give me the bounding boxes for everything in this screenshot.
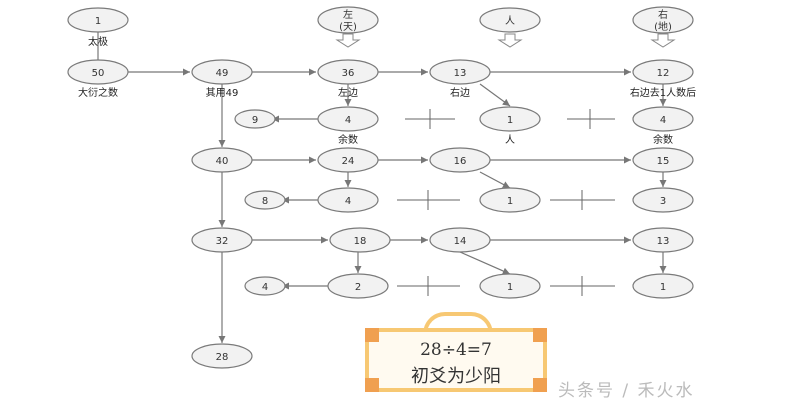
watermark: 头条号 / 禾火水 (558, 381, 695, 401)
hollow-down-arrow-icons (335, 33, 676, 48)
svg-text:4: 4 (660, 115, 666, 126)
label-person: 人 (505, 134, 515, 146)
node-4-right: 4 (632, 106, 694, 132)
node-8: 8 (244, 190, 286, 210)
node-taiji: 1 (67, 7, 129, 33)
node-15: 15 (632, 147, 694, 173)
node-16: 16 (429, 147, 491, 173)
node-1-fourth: 1 (632, 273, 694, 299)
node-14: 14 (429, 227, 491, 253)
result-board: 28÷4=7 初爻为少阳 (365, 312, 553, 392)
svg-text:1: 1 (95, 16, 101, 27)
svg-text:13: 13 (454, 68, 467, 79)
label-taiji: 太极 (88, 35, 108, 48)
node-24: 24 (317, 147, 379, 173)
svg-text:16: 16 (454, 156, 467, 167)
node-3: 3 (632, 187, 694, 213)
svg-text:右: 右 (658, 8, 668, 21)
node-40: 40 (191, 147, 253, 173)
svg-text:人: 人 (505, 15, 515, 27)
svg-text:4: 4 (345, 196, 351, 207)
board-equation: 28÷4=7 (420, 340, 492, 360)
node-12: 12 (632, 59, 694, 85)
svg-text:3: 3 (660, 196, 666, 207)
svg-text:1: 1 (660, 282, 666, 293)
label-dayan: 大衍之数 (78, 86, 118, 99)
svg-text:4: 4 (345, 115, 351, 126)
node-2: 2 (327, 273, 389, 299)
node-1-second: 1 (479, 187, 541, 213)
svg-text:8: 8 (262, 196, 268, 207)
svg-text:左: 左 (343, 8, 353, 21)
svg-text:13: 13 (657, 236, 670, 247)
node-1-third: 1 (479, 273, 541, 299)
svg-text:28: 28 (216, 352, 229, 363)
node-9: 9 (234, 109, 276, 129)
node-left-heaven: 左(天) (317, 6, 379, 34)
board-frame (365, 328, 547, 392)
svg-text:15: 15 (657, 156, 670, 167)
label-right: 右边 (450, 86, 470, 99)
svg-text:24: 24 (342, 156, 355, 167)
board-result: 初爻为少阳 (411, 366, 501, 387)
svg-text:18: 18 (354, 236, 367, 247)
node-4-third: 4 (244, 276, 286, 296)
svg-text:12: 12 (657, 68, 670, 79)
svg-text:36: 36 (342, 68, 355, 79)
edges (97, 32, 667, 343)
node-4-left: 4 (317, 106, 379, 132)
node-13-third: 13 (632, 227, 694, 253)
label-remainder-right: 余数 (653, 133, 673, 146)
svg-text:9: 9 (252, 115, 258, 126)
node-32: 32 (191, 227, 253, 253)
label-left: 左边 (338, 86, 358, 99)
svg-text:49: 49 (216, 68, 229, 79)
node-4-second: 4 (317, 187, 379, 213)
svg-text:32: 32 (216, 236, 229, 247)
svg-text:14: 14 (454, 236, 467, 247)
node-13: 13 (429, 59, 491, 85)
node-right-earth: 右(地) (632, 6, 694, 34)
node-1-person: 1 (479, 106, 541, 132)
svg-text:1: 1 (507, 115, 513, 126)
node-50: 50 (67, 59, 129, 85)
svg-text:2: 2 (355, 282, 361, 293)
node-36: 36 (317, 59, 379, 85)
svg-text:50: 50 (92, 68, 105, 79)
svg-text:(地): (地) (654, 20, 672, 33)
label-right-after: 右边去1人数后 (630, 86, 696, 99)
label-qiyong: 其用49 (206, 87, 239, 99)
svg-text:1: 1 (507, 282, 513, 293)
node-28: 28 (191, 343, 253, 369)
label-remainder-left: 余数 (338, 133, 358, 146)
node-49: 49 (191, 59, 253, 85)
node-18: 18 (329, 227, 391, 253)
svg-text:(天): (天) (339, 22, 357, 33)
svg-text:4: 4 (262, 282, 268, 293)
svg-text:40: 40 (216, 156, 229, 167)
node-person: 人 (479, 7, 541, 33)
svg-text:1: 1 (507, 196, 513, 207)
separator-marks (397, 109, 615, 296)
